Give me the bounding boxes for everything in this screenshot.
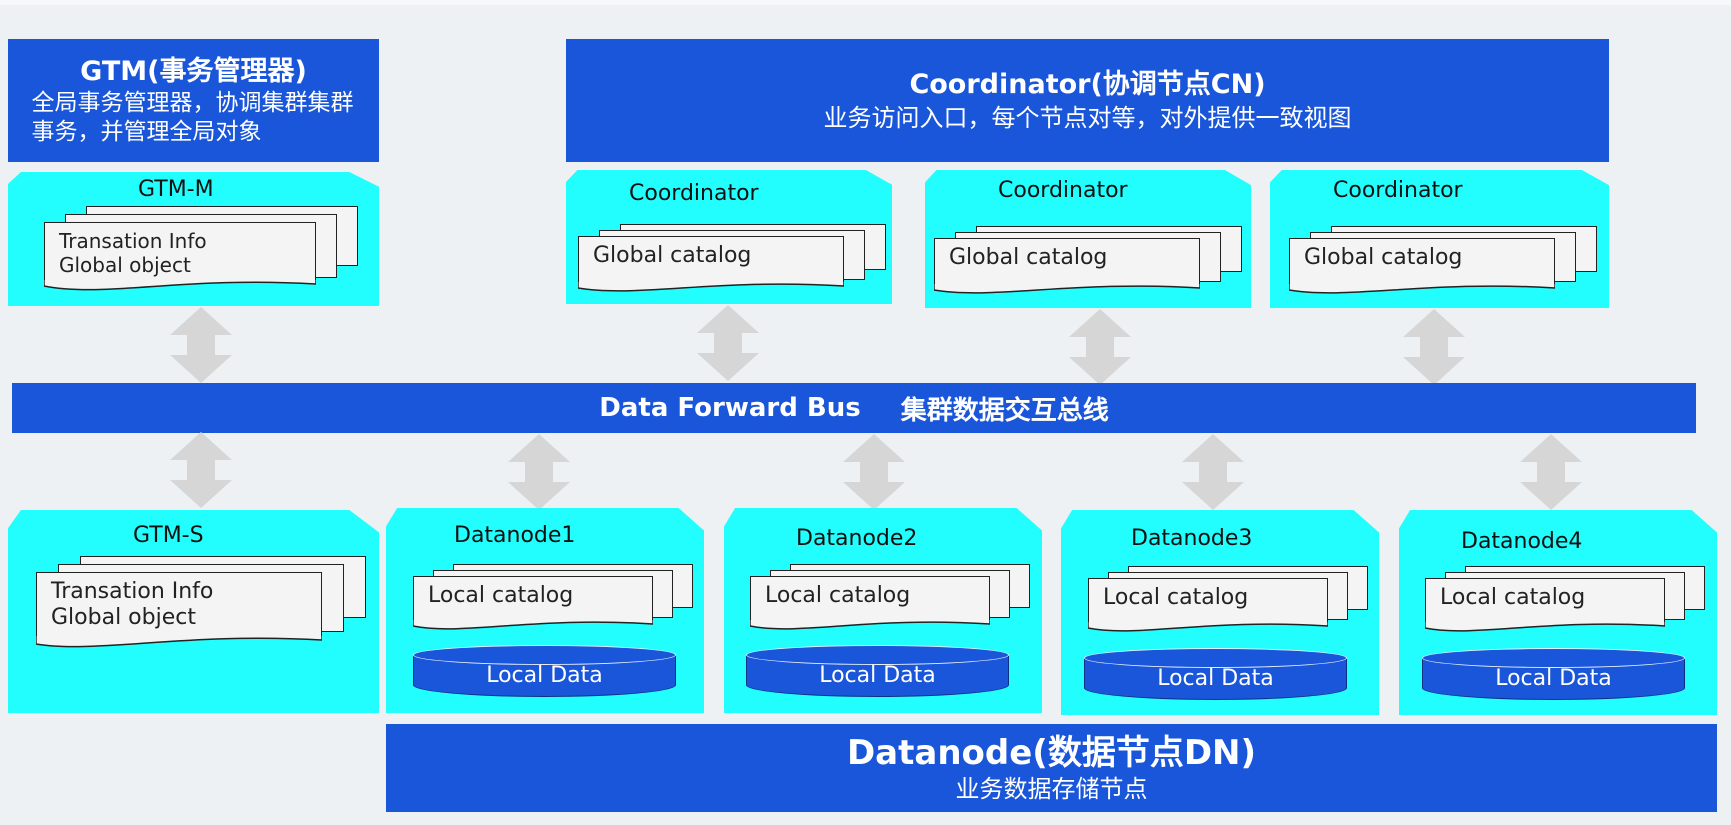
gtm-m-wave bbox=[44, 280, 316, 291]
gtm-s-title: GTM-S bbox=[133, 523, 204, 548]
gtm-banner-title: GTM(事务管理器) bbox=[80, 55, 307, 87]
datanode-4-wave bbox=[1425, 622, 1665, 632]
top-border bbox=[0, 0, 1731, 5]
coordinator-3-wave bbox=[1289, 284, 1555, 294]
arrow-bus-datanode-1 bbox=[508, 434, 570, 510]
coordinator-3-document: Global catalog bbox=[1289, 238, 1555, 286]
datanode-banner-desc: 业务数据存储节点 bbox=[955, 775, 1148, 803]
coordinator-title-2: Coordinator bbox=[998, 178, 1128, 203]
coordinator-3-page-stack: Global catalog bbox=[1289, 226, 1597, 296]
datanode-4-document: Local catalog bbox=[1425, 578, 1665, 624]
datanode-title-2: Datanode2 bbox=[796, 526, 918, 551]
datanode-4-page-stack: Local catalog bbox=[1425, 566, 1705, 634]
datanode-2-page-stack: Local catalog bbox=[750, 564, 1030, 632]
gtm-m-title: GTM-M bbox=[138, 177, 214, 202]
datanode-2-local-data-cylinder: Local Data bbox=[746, 645, 1009, 697]
datanode-2-local-data-label: Local Data bbox=[819, 663, 936, 688]
datanode-title-4: Datanode4 bbox=[1461, 529, 1583, 554]
arrow-bus-datanode-4 bbox=[1520, 434, 1582, 510]
bus-label-cn: 集群数据交互总线 bbox=[900, 395, 1109, 426]
gtm-banner-desc: 全局事务管理器，协调集群集群事务，并管理全局对象 bbox=[31, 89, 354, 145]
coordinator-banner-desc: 业务访问入口，每个节点对等，对外提供一致视图 bbox=[823, 103, 1352, 132]
arrow-gtm-m-bus bbox=[170, 307, 232, 383]
datanode-banner-title: Datanode(数据节点DN) bbox=[846, 733, 1257, 773]
coordinator-2-page-stack: Global catalog bbox=[934, 226, 1242, 296]
coordinator-banner: Coordinator(协调节点CN) 业务访问入口，每个节点对等，对外提供一致… bbox=[566, 39, 1609, 162]
datanode-2-wave bbox=[750, 620, 990, 630]
gtm-s-wave bbox=[36, 636, 322, 648]
coordinator-3-catalog: Global catalog bbox=[1304, 245, 1463, 270]
coordinator-title-3: Coordinator bbox=[1333, 178, 1463, 203]
datanode-4-catalog: Local catalog bbox=[1440, 585, 1586, 610]
gtm-banner: GTM(事务管理器) 全局事务管理器，协调集群集群事务，并管理全局对象 bbox=[8, 39, 379, 162]
datanode-title-1: Datanode1 bbox=[454, 523, 576, 548]
coordinator-title-1: Coordinator bbox=[629, 181, 759, 206]
arrow-coordinator-1-bus bbox=[697, 305, 759, 381]
datanode-1-local-data-cylinder: Local Data bbox=[413, 645, 676, 697]
arrow-coordinator-3-bus bbox=[1403, 309, 1465, 385]
coordinator-1-document: Global catalog bbox=[578, 236, 844, 284]
datanode-1-page-stack: Local catalog bbox=[413, 564, 693, 632]
gtm-s-page-stack: Transation Info Global object bbox=[36, 556, 366, 656]
coordinator-1-page-stack: Global catalog bbox=[578, 224, 886, 294]
datanode-3-local-data-label: Local Data bbox=[1157, 666, 1274, 691]
datanode-3-document: Local catalog bbox=[1088, 578, 1328, 624]
datanode-2-document: Local catalog bbox=[750, 576, 990, 622]
datanode-4-local-data-cylinder: Local Data bbox=[1422, 648, 1685, 700]
datanode-1-wave bbox=[413, 620, 653, 630]
gtm-s-line2: Global object bbox=[51, 605, 196, 630]
datanode-1-local-data-label: Local Data bbox=[486, 663, 603, 688]
datanode-4-local-data-label: Local Data bbox=[1495, 666, 1612, 691]
datanode-title-3: Datanode3 bbox=[1131, 526, 1253, 551]
datanode-3-local-data-cylinder: Local Data bbox=[1084, 648, 1347, 700]
coordinator-2-catalog: Global catalog bbox=[949, 245, 1108, 270]
bus-label-en: Data Forward Bus bbox=[599, 393, 861, 423]
gtm-m-page-stack: Transation Info Global object bbox=[44, 206, 358, 294]
coordinator-1-wave bbox=[578, 282, 844, 292]
coordinator-2-wave bbox=[934, 284, 1200, 294]
datanode-3-page-stack: Local catalog bbox=[1088, 566, 1368, 634]
datanode-banner: Datanode(数据节点DN) 业务数据存储节点 bbox=[386, 724, 1717, 812]
gtm-m-document: Transation Info Global object bbox=[44, 222, 316, 282]
datanode-3-catalog: Local catalog bbox=[1103, 585, 1249, 610]
datanode-2-catalog: Local catalog bbox=[765, 583, 911, 608]
coordinator-2-document: Global catalog bbox=[934, 238, 1200, 286]
coordinator-1-catalog: Global catalog bbox=[593, 243, 752, 268]
gtm-m-line1: Transation Info bbox=[59, 229, 207, 253]
gtm-s-document: Transation Info Global object bbox=[36, 572, 322, 638]
gtm-m-line2: Global object bbox=[59, 253, 191, 277]
arrow-bus-datanode-3 bbox=[1182, 434, 1244, 510]
coordinator-banner-title: Coordinator(协调节点CN) bbox=[909, 68, 1266, 100]
data-forward-bus: Data Forward Bus 集群数据交互总线 bbox=[12, 383, 1696, 433]
arrow-bus-gtm-s bbox=[170, 432, 232, 508]
arrow-bus-datanode-2 bbox=[843, 434, 905, 510]
gtm-s-line1: Transation Info bbox=[51, 579, 214, 604]
datanode-3-wave bbox=[1088, 622, 1328, 632]
arrow-coordinator-2-bus bbox=[1069, 309, 1131, 385]
datanode-1-document: Local catalog bbox=[413, 576, 653, 622]
datanode-1-catalog: Local catalog bbox=[428, 583, 574, 608]
